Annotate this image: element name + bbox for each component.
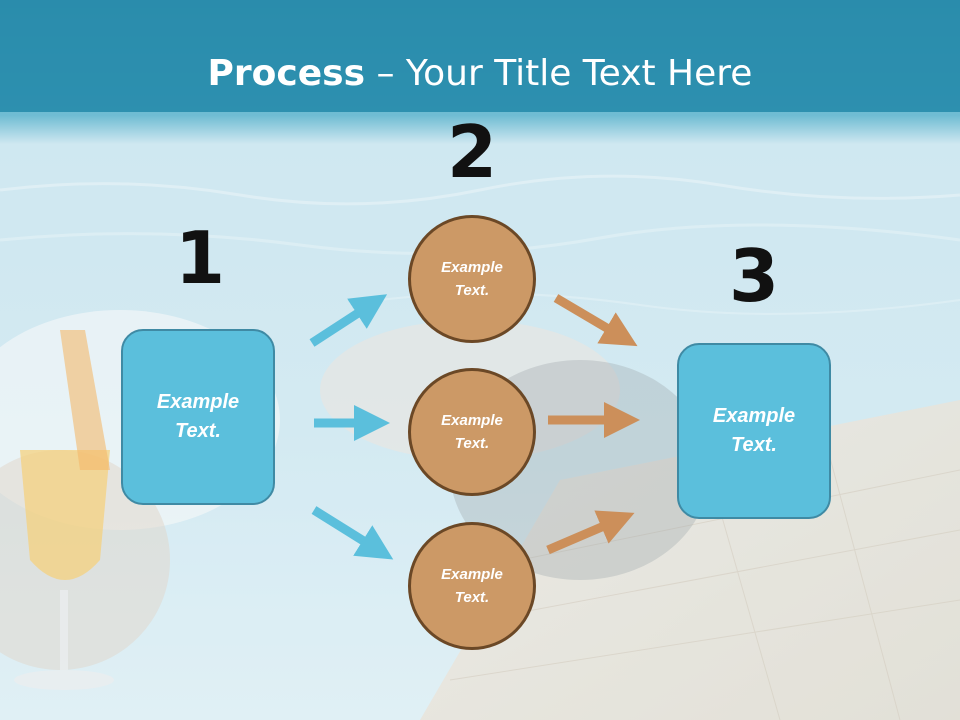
arrow-box1-to-circle-top [309, 294, 388, 347]
step3-box[interactable]: Example Text. [677, 343, 831, 519]
step1-box[interactable]: Example Text. [121, 329, 275, 505]
step2-circle-middle[interactable]: Example Text. [408, 368, 536, 496]
slide-title: Process – Your Title Text Here [0, 52, 960, 96]
step-number-3: 3 [728, 234, 780, 318]
circle-bottom-text: Example Text. [441, 566, 503, 606]
step2-circle-bottom[interactable]: Example Text. [408, 522, 536, 650]
arrow-box1-to-circle-bottom [311, 506, 394, 560]
step1-box-text: Example Text. [156, 391, 240, 442]
step-number-2: 2 [446, 110, 498, 194]
arrow-circle-top-to-box3 [553, 294, 638, 347]
step2-circle-top[interactable]: Example Text. [408, 215, 536, 343]
circle-middle-text: Example Text. [441, 412, 503, 452]
title-rest-part: – Your Title Text Here [365, 53, 753, 94]
circle-top-text: Example Text. [441, 259, 503, 299]
step-number-1: 1 [174, 216, 226, 300]
title-bold-part: Process [207, 53, 366, 94]
arrow-circle-bottom-to-box3 [546, 510, 635, 555]
step3-box-text: Example Text. [712, 405, 796, 456]
